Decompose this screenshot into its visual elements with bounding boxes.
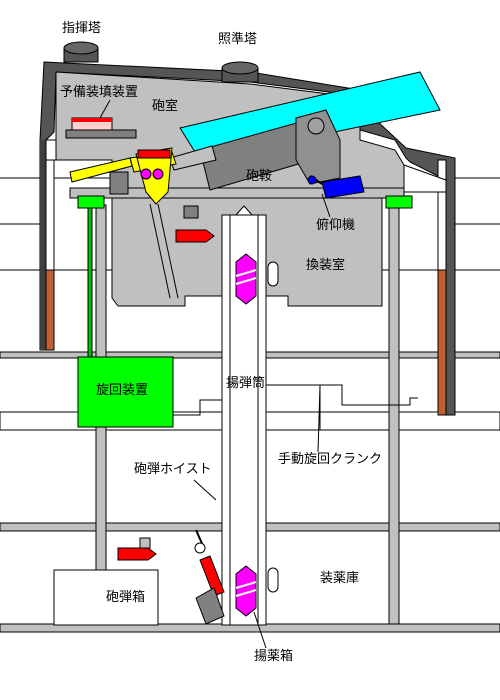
- trunnion: [295, 109, 341, 185]
- armor-wood-left: [45, 269, 55, 351]
- breech-mechanism: [169, 145, 217, 171]
- hoist-guides: [267, 261, 279, 593]
- label-manual-training-crank: 手動旋回クランク: [278, 452, 383, 467]
- powder-car-lower: [235, 565, 257, 617]
- label-gun-cradle: 砲鞍: [246, 169, 273, 184]
- label-elevation-machine: 俯仰機: [316, 218, 356, 233]
- label-shell-hoist: 砲弾ホイスト: [134, 462, 212, 477]
- shell-transfer: [175, 205, 215, 243]
- label-transfer-room: 換装室: [306, 258, 346, 273]
- loading-cage: [135, 147, 179, 299]
- label-hoist-trunk: 揚弾筒: [226, 376, 266, 391]
- armor-wood-right: [437, 269, 447, 416]
- label-powder-hoist-box: 揚薬箱: [254, 649, 294, 664]
- shell-rack: [117, 537, 157, 561]
- label-powder-magazine: 装薬庫: [320, 571, 360, 586]
- elevation-cylinder: [307, 175, 365, 199]
- label-director-tower: 指揮塔: [62, 21, 102, 36]
- powder-car-upper: [235, 253, 257, 305]
- label-sighting-tower: 照準塔: [218, 32, 258, 47]
- sighting-tower-dome: [221, 61, 259, 83]
- label-spare-loading-device: 予備装填装置: [60, 85, 139, 100]
- label-shell-box: 砲弾箱: [106, 590, 146, 605]
- label-training-gear: 旋回装置: [96, 383, 149, 398]
- label-gun-room: 砲室: [152, 99, 179, 114]
- training-gear: [77, 195, 413, 428]
- shell-hoist: [194, 529, 225, 625]
- shell-box-room: [53, 569, 159, 626]
- spare-loading-device: [65, 117, 137, 139]
- director-tower-dome: [63, 41, 99, 63]
